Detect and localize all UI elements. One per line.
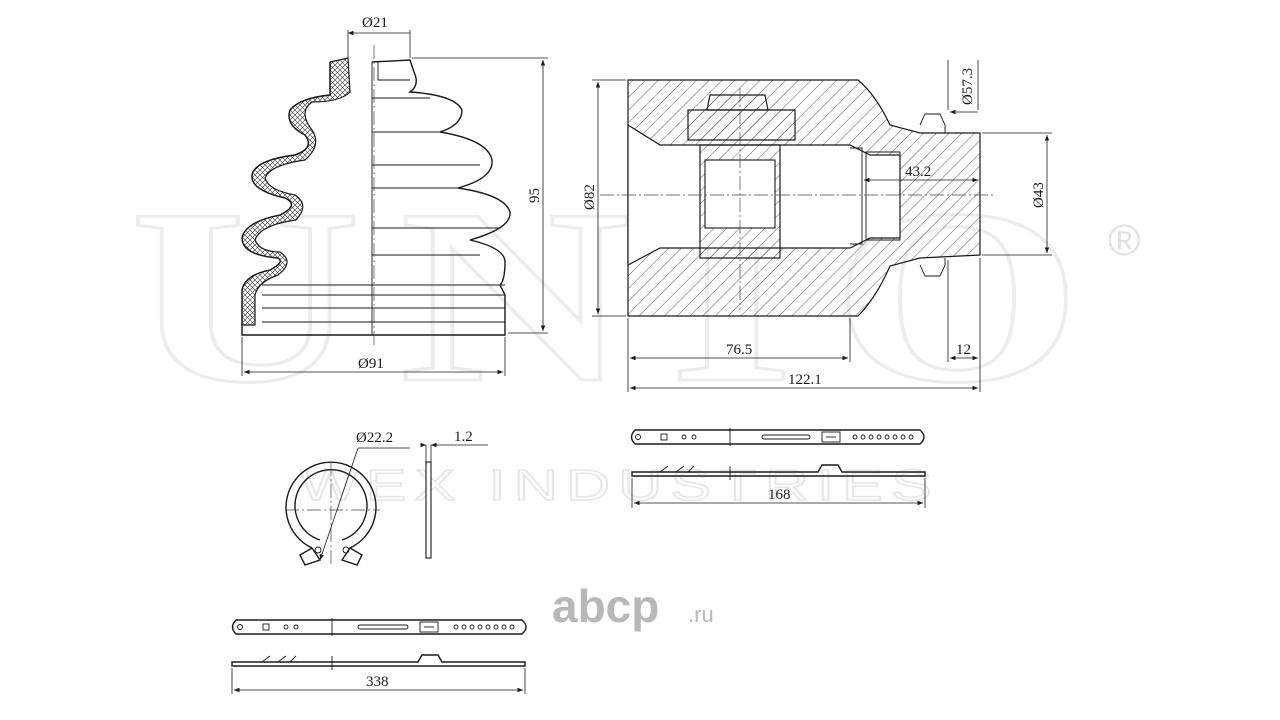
registered-mark: ® bbox=[1108, 216, 1140, 265]
large-clamp-top bbox=[231, 619, 527, 635]
joint-flange-diameter-label: Ø57.3 bbox=[960, 68, 976, 105]
joint-tripod bbox=[687, 109, 796, 141]
small-clamp-length-label: 168 bbox=[768, 487, 791, 503]
small-clamp-drawing: 168 bbox=[630, 428, 926, 508]
large-clamp-length-label: 338 bbox=[366, 674, 389, 690]
boot-left-inner bbox=[241, 57, 351, 326]
boot-height-label: 95 bbox=[527, 188, 543, 203]
joint-shaft-diameter-label: Ø43 bbox=[1031, 182, 1047, 208]
joint-total-length-label: 122.1 bbox=[788, 372, 822, 388]
cv-joint-drawing: Ø82 Ø57.3 43.2 Ø43 76.5 12 122.1 bbox=[582, 60, 1052, 392]
brand-tld: .ru bbox=[688, 602, 714, 627]
circlip-diameter-label: Ø22.2 bbox=[356, 430, 393, 446]
small-clamp-top bbox=[630, 429, 925, 445]
circlip-drawing: Ø22.2 1.2 bbox=[285, 429, 488, 566]
circlip-side-view bbox=[425, 461, 432, 559]
brand-logo: abcp .ru bbox=[552, 580, 714, 632]
large-clamp-side bbox=[231, 654, 526, 667]
boot-bottom-diameter-label: Ø91 bbox=[358, 356, 384, 372]
cv-boot-drawing: Ø21 95 Ø91 bbox=[241, 15, 548, 376]
brand-name: abcp bbox=[552, 580, 659, 632]
boot-right-profile bbox=[262, 59, 511, 336]
joint-body-length-label: 76.5 bbox=[726, 342, 752, 358]
joint-flange-bottom bbox=[919, 258, 946, 277]
joint-shaft-length-label: 12 bbox=[956, 342, 971, 358]
boot-top-diameter-label: Ø21 bbox=[362, 15, 388, 31]
joint-flange-top bbox=[919, 113, 946, 133]
joint-bore-depth-label: 43.2 bbox=[905, 164, 931, 180]
circlip-thickness-label: 1.2 bbox=[454, 429, 473, 445]
joint-outer-diameter-label: Ø82 bbox=[582, 184, 598, 210]
large-clamp-drawing: 338 bbox=[231, 618, 527, 694]
